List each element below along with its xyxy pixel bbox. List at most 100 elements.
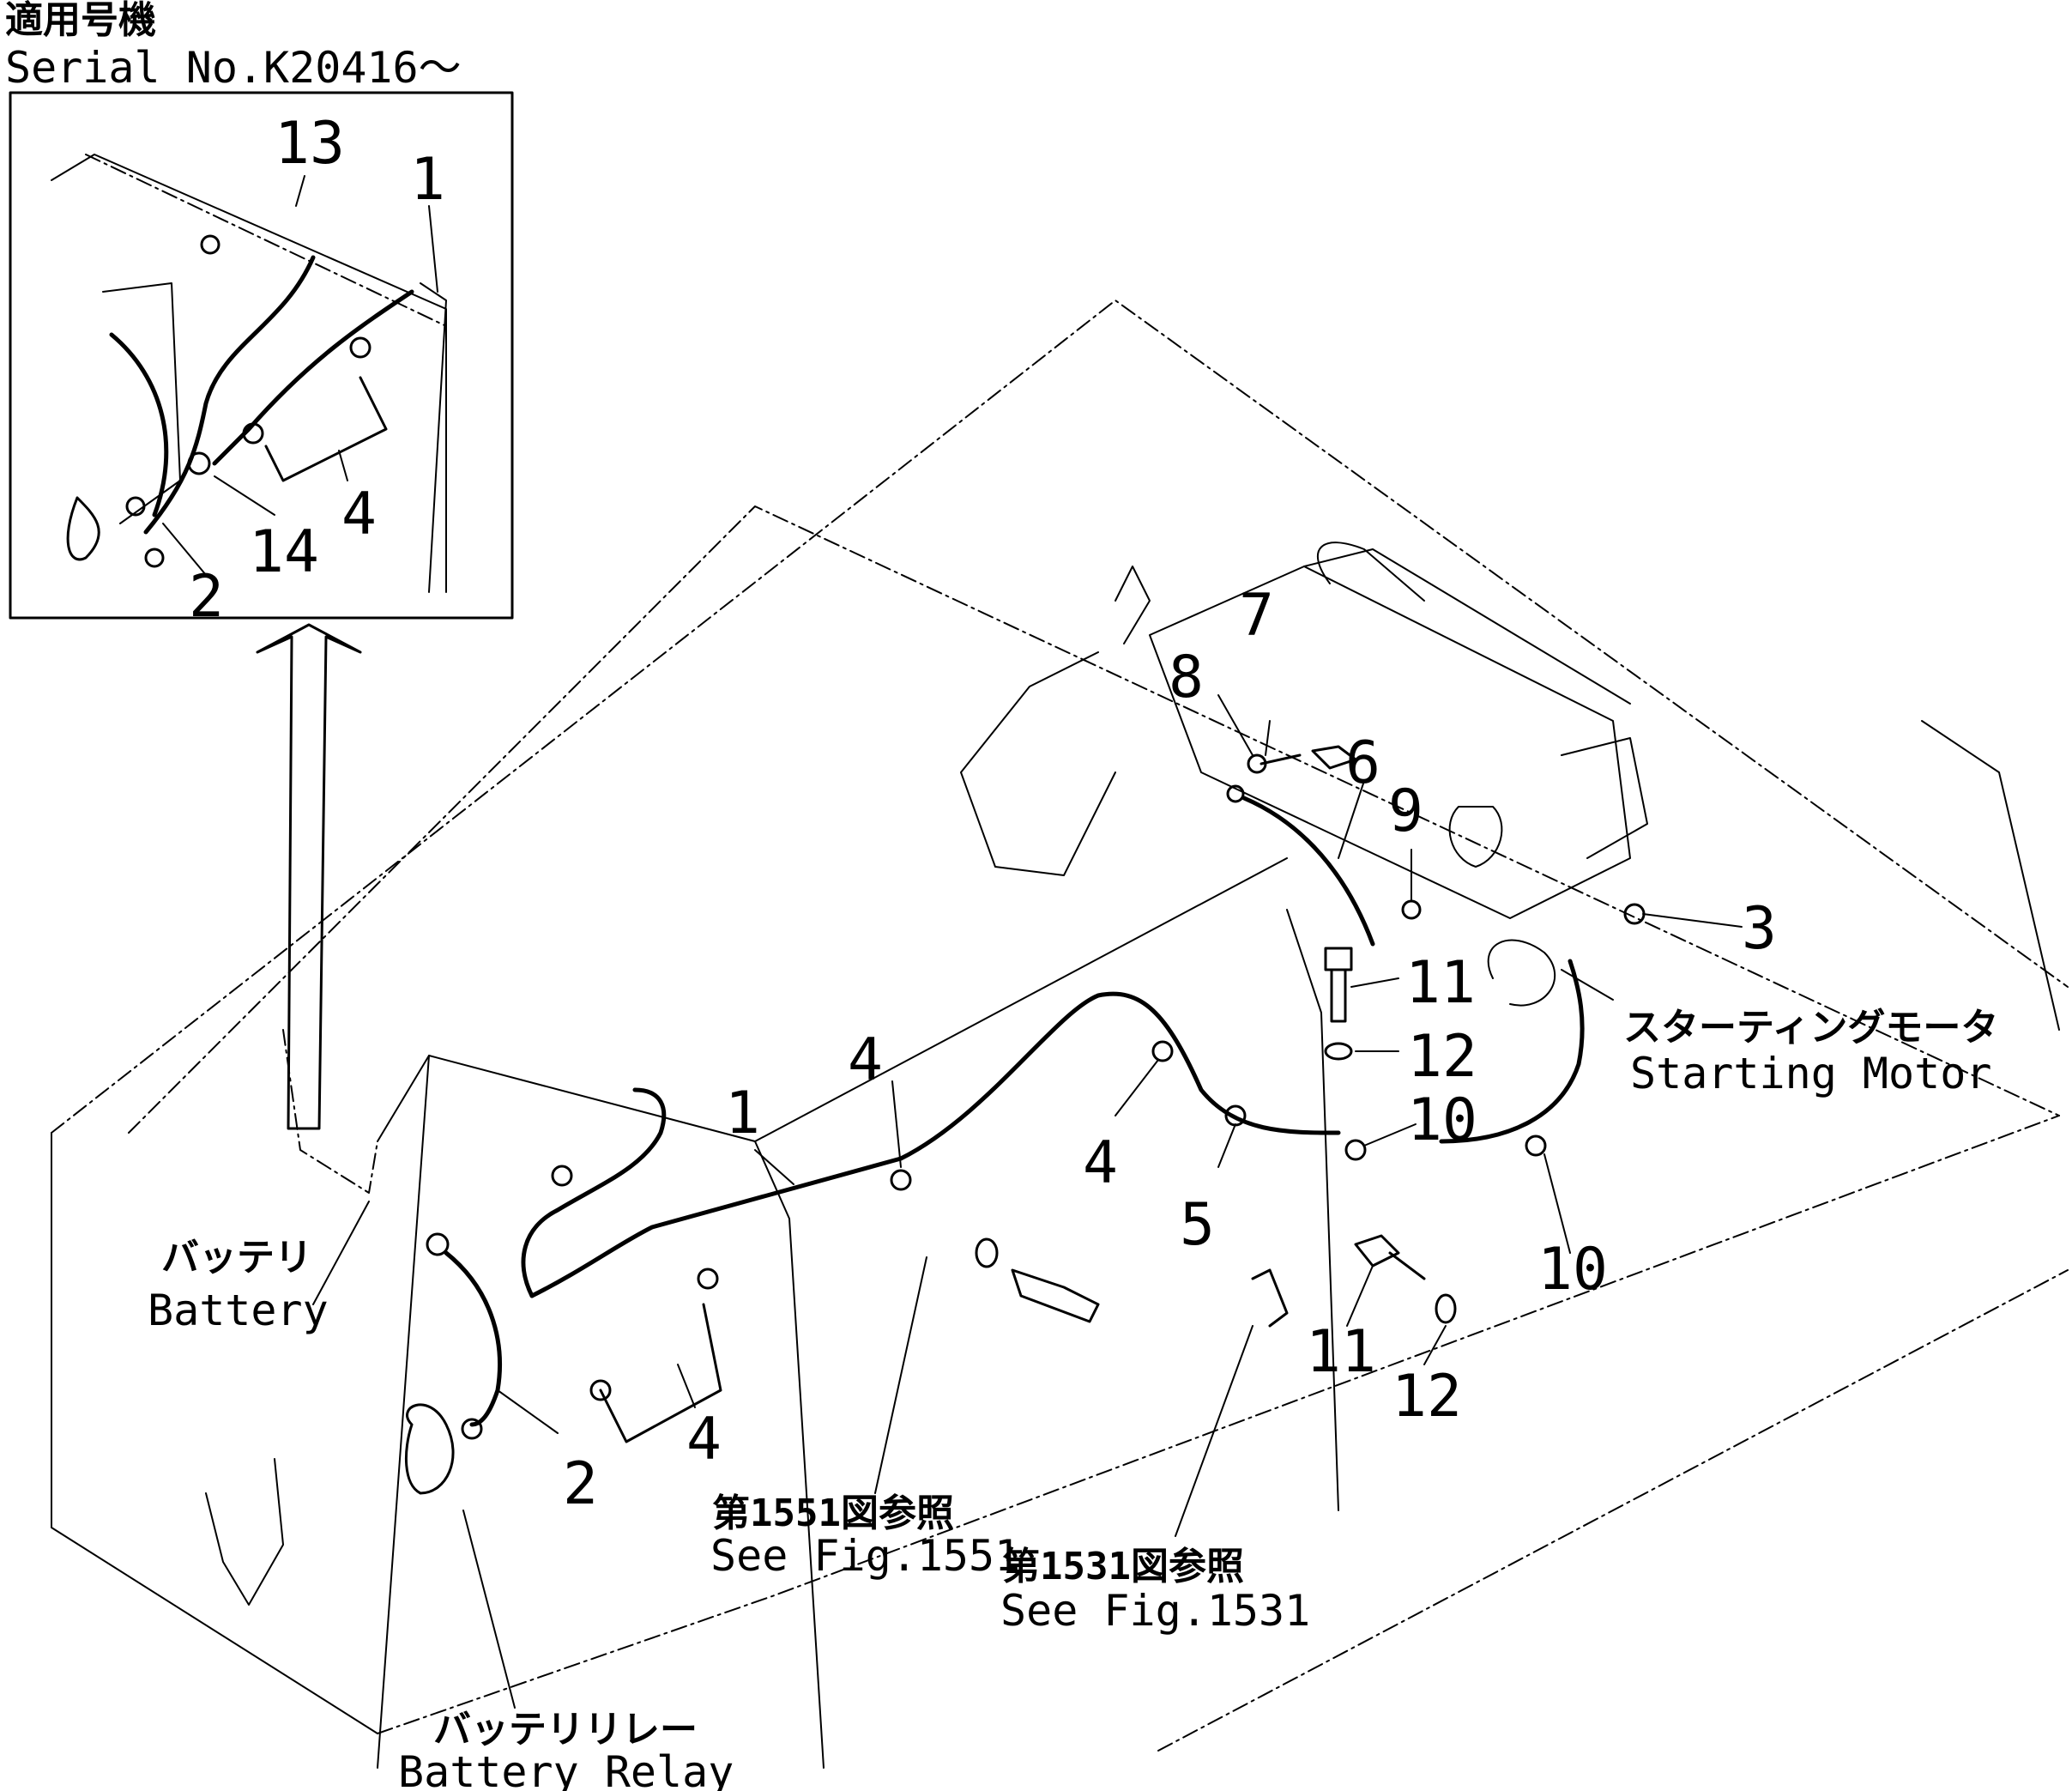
callout-5: 5 (1180, 1191, 1215, 1259)
washer-12-upper (1324, 1042, 1353, 1061)
battery-relay-label-jp: バッテリリレー (433, 1708, 698, 1752)
callout-12-lower: 12 (1392, 1363, 1462, 1431)
callout-6: 6 (1345, 729, 1380, 797)
inset-leader-2 (162, 523, 207, 576)
inset-callout-14: 14 (249, 518, 319, 586)
inset-bracket-4 (264, 376, 388, 482)
cable-1 (529, 991, 1341, 1298)
battery-label-jp: バッテリ (161, 1236, 312, 1280)
clamp-10-left (1344, 1139, 1367, 1161)
inset-relay (66, 496, 100, 561)
bolt-11-upper (1324, 947, 1353, 1023)
inset-side-edge (420, 282, 447, 593)
fan-assembly (960, 651, 1116, 876)
ref-1551-label-jp: 第1551図参照 (712, 1491, 954, 1535)
battery-box (282, 1029, 378, 1194)
callout-9: 9 (1388, 778, 1423, 845)
nut-9 (1401, 899, 1422, 920)
starting-motor-body (1487, 939, 1556, 1007)
front-base-edge (377, 1115, 2060, 1734)
engine-room-edge (1286, 909, 1339, 1511)
base-line (1157, 1269, 2069, 1752)
annotations: バッテリ Battery スターティングモータ Starting Motor 第… (148, 1006, 1998, 1791)
ref-1531-label-jp: 第1531図参照 (1002, 1545, 1244, 1588)
leader-12-lower (1423, 1325, 1447, 1365)
callout-10-right: 10 (1537, 1236, 1608, 1304)
battery-terminal-pos (426, 1232, 450, 1256)
callout-12-upper: 12 (1407, 1023, 1477, 1091)
leader-2 (497, 1389, 559, 1434)
leader-battery (312, 1201, 370, 1305)
ref-1551-label-en: See Fig.1551 (710, 1531, 1020, 1581)
leader-11-lower (1346, 1265, 1374, 1327)
clamp-10-right (1525, 1135, 1547, 1157)
leader-5 (1217, 1123, 1236, 1168)
leader-4-right (1115, 1059, 1159, 1116)
inset-grommet-14 (187, 451, 211, 475)
fan-shroud-tab (1115, 566, 1151, 644)
leader-fig1551 (874, 1256, 927, 1494)
washer-fig1551 (975, 1237, 999, 1268)
leader-starting-motor (1561, 969, 1614, 1001)
engine-head (1303, 548, 1631, 705)
inset-cable-1 (212, 289, 414, 466)
leader-1 (754, 1149, 794, 1185)
leader-4-upper (891, 1080, 902, 1168)
inset-terminal (200, 234, 220, 255)
cable-6 (1241, 796, 1375, 947)
battery-cover-front (377, 1055, 430, 1769)
leader-fig1531 (1175, 1325, 1253, 1537)
callout-4-lower: 4 (686, 1406, 722, 1473)
hollow-arrow (256, 623, 362, 1130)
inset-leader-4 (338, 450, 348, 481)
engine-block (960, 542, 1648, 919)
left-lower-edge (51, 1132, 378, 1734)
inset-cable-13 (143, 255, 316, 535)
washer-8 (1247, 753, 1267, 774)
callout-2: 2 (563, 1450, 598, 1518)
inset-terminal-end (144, 548, 165, 568)
inset-edge-line (85, 154, 447, 327)
leader-battery-relay (462, 1510, 516, 1709)
battery-cover-side (754, 1141, 825, 1769)
leader-10-right (1543, 1153, 1571, 1254)
leader-3 (1642, 913, 1743, 928)
leader-10-left (1363, 1123, 1417, 1147)
inset-callout-2: 2 (189, 563, 224, 631)
engine-side-block (1561, 737, 1648, 859)
inset-battery-outline (102, 282, 181, 524)
clamp-4-mid (697, 1268, 719, 1290)
starter-cable (1439, 959, 1585, 1144)
callout-4-upper: 4 (848, 1026, 883, 1094)
inset-callout-13: 13 (275, 110, 345, 178)
ref-1531-label-en: See Fig.1531 (1000, 1586, 1310, 1636)
inset-clamp-4b (349, 336, 372, 359)
clamp-4-lower (589, 1379, 612, 1401)
inset-leader-13 (295, 175, 305, 207)
wiring-harness (404, 745, 1646, 1495)
inset-leader-1 (428, 205, 438, 293)
leader-8 (1217, 694, 1253, 756)
bolt-fig1551 (1011, 1268, 1100, 1323)
intake-pipe (1316, 542, 1425, 602)
inset-cable-2 (109, 332, 169, 517)
clamp-4-right (1151, 1040, 1174, 1062)
bolt-7 (1260, 745, 1357, 770)
battery-terminal-neg (551, 1165, 573, 1187)
inset-callout-4: 4 (341, 481, 377, 548)
inset-housing-outline (51, 154, 447, 593)
leader-7 (1265, 720, 1271, 756)
clamp-4-upper (890, 1169, 912, 1191)
relay-terminal (461, 1418, 483, 1440)
callout-8: 8 (1169, 644, 1204, 711)
battery-cover-top (377, 857, 1288, 1142)
callout-11-upper: 11 (1405, 949, 1476, 1017)
inset-terminal-lower (125, 496, 146, 517)
callout-11-lower: 11 (1306, 1318, 1376, 1386)
battery-label-en: Battery (148, 1286, 329, 1335)
bolt-11-lower (1354, 1234, 1426, 1280)
inset-reference-arrow (256, 623, 362, 1130)
upper-cover-edge (51, 300, 2069, 1134)
applicable-models-heading: 適用号機 (5, 0, 156, 42)
